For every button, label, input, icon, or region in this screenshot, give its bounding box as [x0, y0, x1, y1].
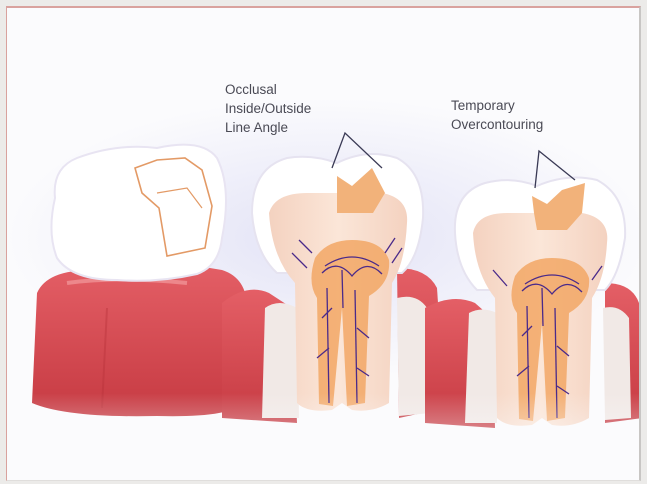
label-occlusal: Occlusal	[225, 80, 277, 100]
label-line-angle: Line Angle	[225, 118, 288, 138]
illustration-panel: Occlusal Inside/Outside Line Angle Tempo…	[6, 6, 641, 481]
label-overcontouring: Overcontouring	[451, 115, 543, 135]
label-inside-outside: Inside/Outside	[225, 99, 311, 119]
left-tooth-external-view	[32, 145, 247, 417]
bottom-fade	[7, 393, 641, 481]
label-temporary: Temporary	[451, 96, 515, 116]
dental-cross-section-illustration	[7, 8, 641, 481]
left-crown	[51, 145, 226, 281]
